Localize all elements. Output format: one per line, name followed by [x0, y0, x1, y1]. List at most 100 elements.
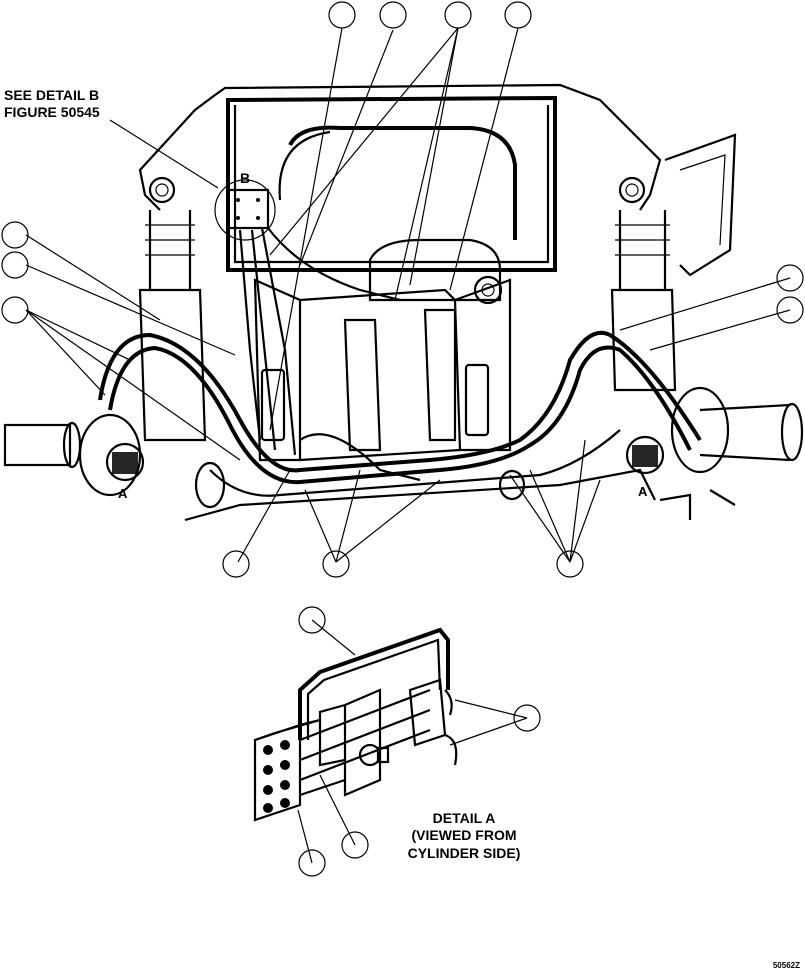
detail-b-bolt	[236, 216, 240, 220]
center-fitting	[473, 275, 503, 305]
frame-left-edge	[138, 94, 216, 211]
callout-bubble	[504, 1, 532, 29]
detail-b-hose-3	[260, 227, 297, 456]
right-strut	[618, 210, 667, 290]
detail-a-port	[280, 760, 290, 770]
right-slot	[464, 363, 490, 437]
right-bracket	[664, 133, 737, 277]
detail-a-end-block-top	[254, 718, 321, 742]
leader-top-3a	[394, 27, 459, 301]
callout-bubble	[298, 849, 326, 877]
detail-a-title: DETAIL A	[433, 810, 496, 826]
detail-a-assembly	[253, 627, 458, 822]
right-bracket-inner	[679, 154, 726, 246]
leader-bottom-1	[237, 469, 291, 563]
right-pivot-pin	[625, 183, 639, 197]
detail-a-shaft-end	[376, 746, 390, 764]
right-lower-bracket	[659, 489, 736, 520]
detail-a-rods	[299, 688, 431, 797]
left-pivot-pin	[155, 183, 169, 197]
center-plate-left	[343, 318, 382, 452]
leader-left-3a	[25, 309, 131, 361]
leader-left-3b	[25, 309, 106, 396]
leader-detail-a-block	[297, 809, 313, 864]
leader-detail-a-tube	[311, 619, 356, 656]
right-axle-end	[780, 402, 804, 462]
detail-b-valve-block	[226, 188, 270, 230]
callout-bubble	[776, 264, 804, 292]
left-strut-rings	[145, 224, 195, 256]
left-axle-stub	[3, 423, 72, 467]
detail-b-circle	[214, 179, 276, 241]
left-hub	[78, 413, 142, 497]
text-labels: SEE DETAIL B FIGURE 50545 B A A DETAIL A…	[4, 87, 800, 970]
leader-bottom-3c	[569, 479, 601, 563]
detail-a-port	[280, 740, 290, 750]
main-hose-right	[108, 345, 692, 485]
leader-left-1	[25, 234, 161, 321]
detail-a-port	[263, 745, 273, 755]
see-detail-b-line1: SEE DETAIL B	[4, 87, 99, 103]
detail-a-tube-outer	[298, 627, 450, 740]
right-gusset	[453, 278, 512, 452]
detail-b-marker: B	[240, 170, 250, 186]
right-hub-manifold	[625, 435, 665, 475]
detail-a-port	[263, 785, 273, 795]
detail-a-port	[263, 803, 273, 813]
detail-a-shaft	[358, 743, 382, 767]
center-bushing	[498, 469, 526, 501]
figure-number: 50562Z	[773, 961, 800, 970]
callout-bubble	[322, 550, 350, 578]
frame-window-inner	[233, 105, 550, 264]
callout-bubble	[1, 251, 29, 279]
leader-top-3c	[269, 27, 459, 256]
leader-top-4	[449, 27, 519, 291]
right-hub-manifold-body	[632, 445, 658, 467]
left-hub-manifold	[105, 442, 145, 482]
detail-a-port	[280, 798, 290, 808]
detail-a-center-block	[343, 688, 382, 797]
left-bushing	[194, 461, 226, 509]
leader-bottom-2c	[335, 479, 441, 563]
leader-left-3c	[25, 309, 241, 461]
leader-bottom-2b	[335, 469, 361, 563]
center-fitting-inner	[481, 283, 495, 297]
detail-b-hose-4	[267, 227, 401, 302]
callout-bubble	[341, 831, 369, 859]
right-pivot-eye	[618, 176, 646, 204]
callout-bubble	[556, 550, 584, 578]
callout-bubble	[328, 1, 356, 29]
callout-bubble	[776, 296, 804, 324]
left-flange	[62, 421, 82, 469]
detail-a-marker-right: A	[638, 484, 648, 499]
lower-beam	[184, 468, 656, 522]
callout-bubble	[379, 1, 407, 29]
right-hub	[670, 386, 730, 474]
center-hose	[299, 433, 421, 482]
lower-beam-top	[209, 429, 621, 497]
detail-a-center-block-side	[318, 703, 346, 767]
callout-bubble	[298, 606, 326, 634]
detail-b-hose-1	[238, 229, 262, 441]
leader-lines	[25, 27, 791, 864]
leader-detail-a-rod	[319, 774, 356, 846]
detail-b-bolt	[256, 216, 260, 220]
leader-bottom-3a	[529, 469, 571, 563]
leader-see-detail-b	[109, 119, 219, 189]
detail-a-fittings	[444, 689, 458, 766]
callout-bubble	[444, 1, 472, 29]
left-hub-manifold-body	[112, 452, 138, 474]
leader-bottom-3d	[509, 474, 571, 563]
detail-a-tube-inner	[306, 638, 442, 740]
detail-a-subtitle-1: (VIEWED FROM	[412, 827, 517, 843]
detail-a-subtitle-2: CYLINDER SIDE)	[408, 845, 521, 861]
leader-top-3b	[409, 27, 459, 286]
leader-right-1	[619, 277, 791, 331]
detail-a-marker-left: A	[118, 486, 128, 501]
leader-bottom-2a	[304, 489, 337, 563]
rounded-hose-loop	[288, 125, 517, 240]
leader-top-1	[269, 27, 343, 431]
right-strut-body	[610, 288, 677, 392]
leader-bottom-3b	[569, 439, 586, 563]
